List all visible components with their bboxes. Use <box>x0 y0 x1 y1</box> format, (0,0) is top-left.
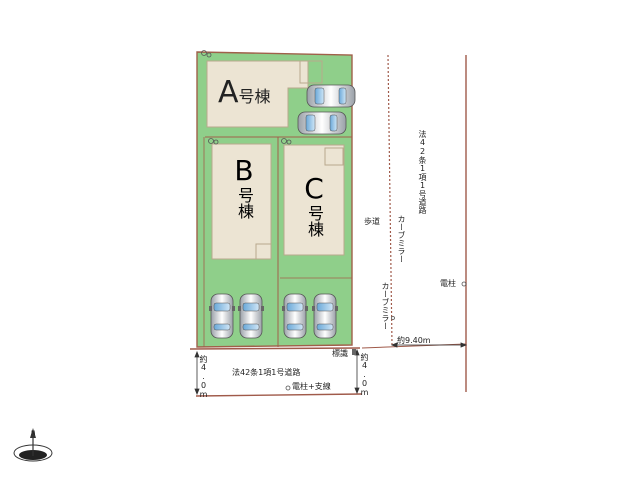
curve-mirror-label-upper: カーブミラー <box>397 215 406 263</box>
sidewalk-label: 歩道 <box>364 217 380 226</box>
width-left-label: 約4.0m <box>199 355 208 399</box>
pole-markers <box>285 281 467 391</box>
sign-post <box>352 349 356 355</box>
curve-mirror-label-lower: カーブミラー <box>381 282 390 330</box>
width-center-label: 約4.0m <box>360 353 369 397</box>
width-right-label: 約9.40m <box>397 336 431 345</box>
road-bottom-label: 法42条1項1号道路 <box>232 368 301 377</box>
roads <box>189 54 467 397</box>
road-right-label: 法42条1項1号道路 <box>418 130 427 214</box>
utility-pole-label: 電柱 <box>440 279 456 288</box>
dimension-lines <box>194 342 468 396</box>
building-b <box>211 143 272 260</box>
compass <box>13 428 53 462</box>
building-c-label: C 号棟 <box>304 172 324 238</box>
building-a-label: A号棟 <box>218 75 271 110</box>
building-a <box>206 60 323 128</box>
sign-label: 標識 <box>332 349 348 358</box>
building-c <box>283 144 345 256</box>
building-b-label: B 号棟 <box>234 154 254 220</box>
pole-wire-label: 電柱+支線 <box>292 382 331 391</box>
boundary-markers <box>201 50 292 145</box>
compass-north-label: N <box>31 430 36 437</box>
